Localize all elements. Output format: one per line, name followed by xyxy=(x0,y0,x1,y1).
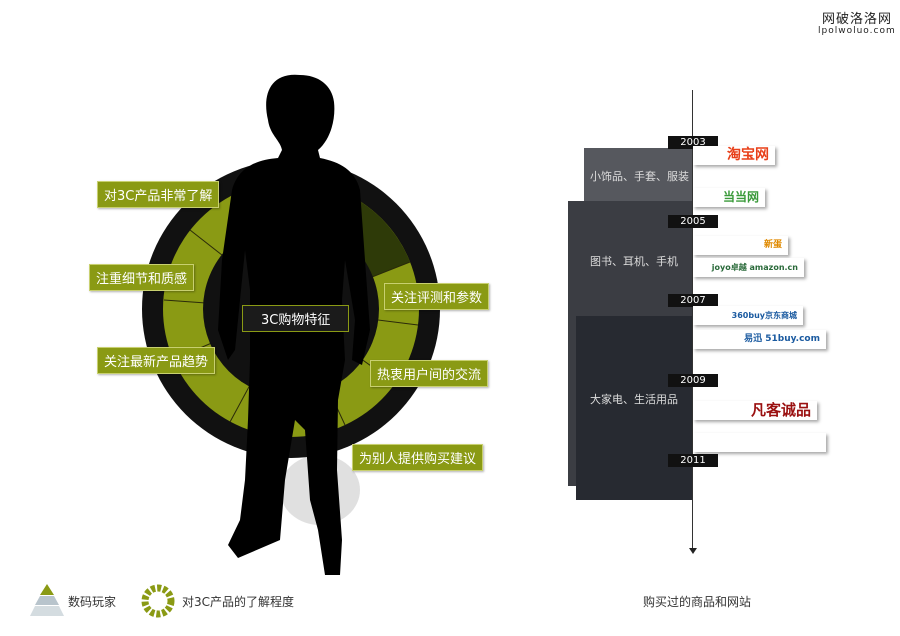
feature-label: 关注评测和参数 xyxy=(384,283,490,310)
site-logo-51buy: 易迅 51buy.com xyxy=(693,330,826,349)
feature-label: 为别人提供购买建议 xyxy=(352,444,484,471)
year-tag: 2003 xyxy=(668,136,718,149)
year-tag: 2009 xyxy=(668,374,718,387)
period-box-3 xyxy=(576,316,692,500)
timeline-caption: 购买过的商品和网站 xyxy=(643,595,752,609)
category-label: 大家电、生活用品 xyxy=(590,393,678,406)
arrow-down-icon xyxy=(689,548,697,554)
year-tag: 2005 xyxy=(668,215,718,228)
feature-label: 关注最新产品趋势 xyxy=(97,347,216,374)
site-logo-newegg: 新蛋 xyxy=(693,236,788,255)
feature-label: 对3C产品非常了解 xyxy=(97,181,220,208)
ring-icon xyxy=(141,584,175,618)
site-logo-360buy: 360buy京东商城 xyxy=(693,306,803,325)
timeline-axis xyxy=(692,90,693,550)
year-tag: 2011 xyxy=(668,454,718,467)
watermark-url: lpolwoluo.com xyxy=(818,26,896,36)
year-tag: 2007 xyxy=(668,294,718,307)
watermark-title: 网破洛洛网 xyxy=(822,12,893,27)
pyramid-icon xyxy=(30,584,64,616)
feature-label: 热衷用户间的交流 xyxy=(370,360,489,387)
site-logo-joyo: joyo卓越 amazon.cn xyxy=(693,258,804,277)
legend-player: 数码玩家 xyxy=(68,595,117,609)
site-logo-taobao: 淘宝网 xyxy=(693,146,775,165)
site-logo-dangdang: 当当网 xyxy=(693,188,765,207)
category-label: 小饰品、手套、服装 xyxy=(590,170,689,183)
center-label: 3C购物特征 xyxy=(242,305,350,332)
category-label: 图书、耳机、手机 xyxy=(590,255,678,268)
feature-label: 注重细节和质感 xyxy=(89,264,195,291)
site-logo-vancl: 凡客诚品 xyxy=(693,401,817,420)
site-logo-blank xyxy=(693,433,826,452)
knowledge-ring-figure xyxy=(142,74,440,575)
legend-knowledge: 对3C产品的了解程度 xyxy=(182,595,295,609)
